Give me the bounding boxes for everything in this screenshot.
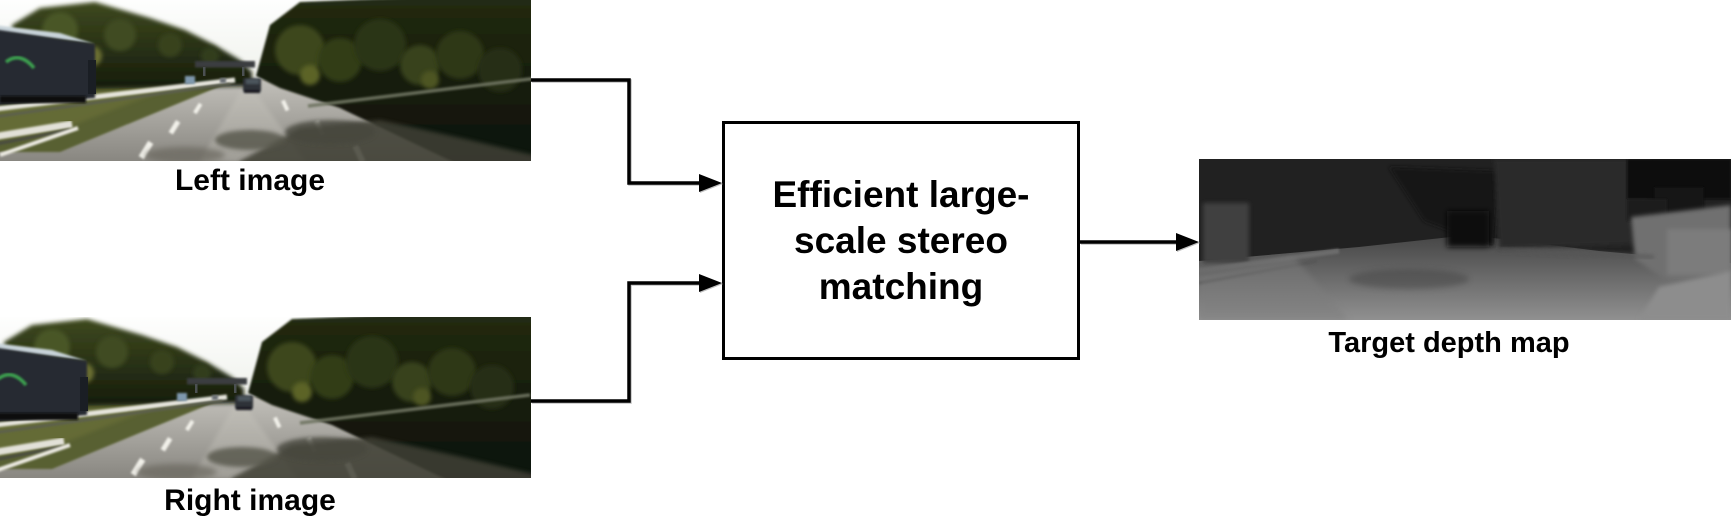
- process-box-line-1: Efficient large-: [772, 173, 1030, 215]
- depth-map-label: Target depth map: [1328, 327, 1570, 359]
- process-box-line-3: matching: [818, 265, 984, 307]
- connector-left-image-to-box: [531, 78, 722, 192]
- left-stereo-image: [0, 0, 531, 161]
- process-box-label: Efficient large- scale stereo matching: [773, 172, 1030, 310]
- right-image-label: Right image: [164, 484, 336, 517]
- left-image-label: Left image: [174, 164, 326, 197]
- target-depth-map-image: [1199, 159, 1731, 320]
- process-box: Efficient large- scale stereo matching: [722, 121, 1080, 360]
- right-stereo-image: [0, 317, 531, 478]
- process-box-line-2: scale stereo: [794, 219, 1008, 261]
- connector-right-image-to-box: [531, 274, 722, 403]
